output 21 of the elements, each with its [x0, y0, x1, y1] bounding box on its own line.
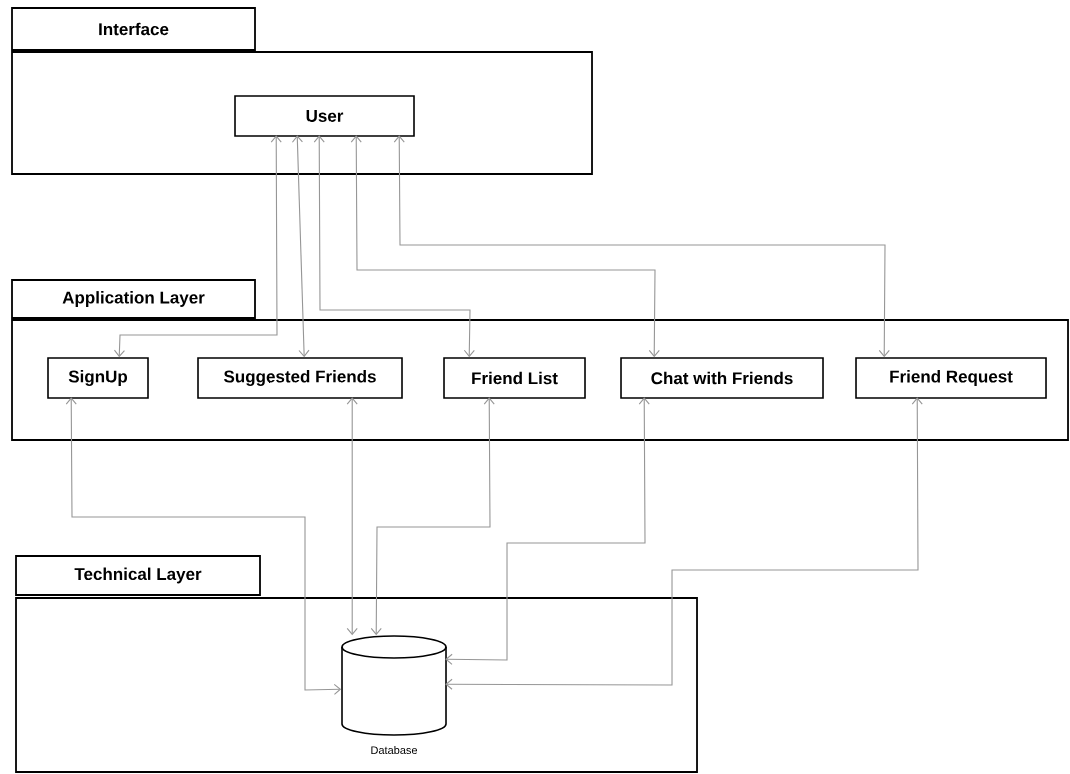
connector-arrow: [346, 397, 358, 636]
connector-arrow: [445, 397, 923, 690]
module-box: Friend List: [443, 357, 586, 399]
module-box: Chat with Friends: [620, 357, 824, 399]
connector-arrow: [393, 135, 890, 358]
connector-arrow: [370, 397, 495, 636]
connector-arrow: [291, 135, 310, 358]
layer-title: Technical Layer: [15, 555, 261, 596]
database-cylinder: [341, 635, 447, 736]
connector-arrow: [65, 397, 342, 695]
connector-arrow: [350, 135, 660, 358]
connector-arrow: [313, 135, 475, 358]
connector-arrow: [113, 135, 282, 358]
layer-title: Interface: [11, 7, 256, 51]
module-box: User: [234, 95, 415, 137]
database-label: Database: [371, 745, 418, 755]
layer-title: Application Layer: [11, 279, 256, 319]
module-box: Friend Request: [855, 357, 1047, 399]
module-box: Suggested Friends: [197, 357, 403, 399]
connector-arrow: [445, 397, 650, 665]
module-box: SignUp: [47, 357, 149, 399]
